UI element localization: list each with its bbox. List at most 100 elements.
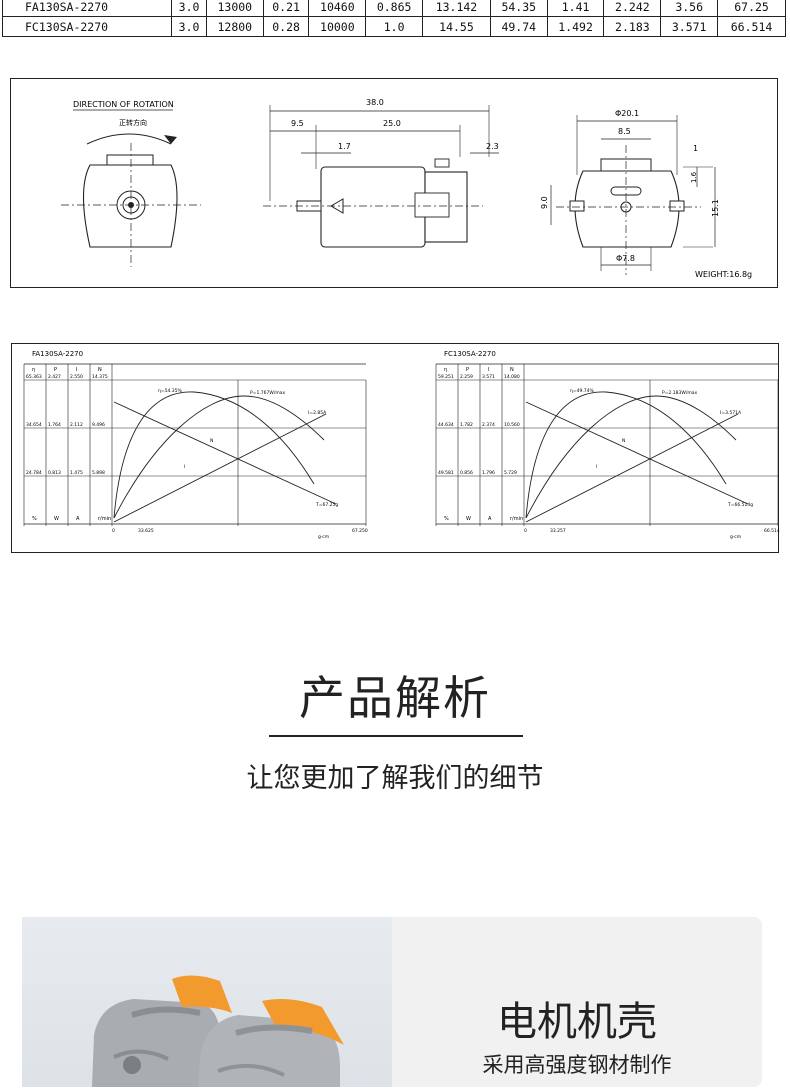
- motor-photo: [22, 917, 392, 1087]
- curve-axis-value: 2.259: [460, 374, 473, 380]
- curve-axis-value: 0.813: [48, 470, 61, 476]
- x-axis-max: 66.514: [764, 528, 780, 534]
- dim-total: 38.0: [366, 98, 384, 107]
- motor-image-left: [92, 975, 232, 1087]
- current-line: [525, 413, 739, 523]
- curve-header: N: [510, 367, 514, 373]
- curve-axis-value: 1.764: [48, 422, 61, 428]
- table-cell: FA130SA-2270: [1, 0, 173, 17]
- curve-header: I: [76, 367, 77, 373]
- table-cell: FC130SA-2270: [1, 16, 173, 37]
- table-cell: 66.514: [717, 16, 786, 37]
- current-label: I=2.85A: [308, 410, 327, 416]
- table-cell: 0.28: [262, 16, 310, 37]
- curve-unit: A: [488, 516, 492, 522]
- feature-card-motor-housing: 电机机壳 采用高强度钢材制作: [22, 917, 762, 1087]
- curve-header: I: [488, 367, 489, 373]
- section-title: 产品解析: [299, 671, 491, 725]
- speed-line: [113, 401, 337, 505]
- table-cell: 0.865: [365, 0, 424, 17]
- rotation-label: DIRECTION OF ROTATION: [73, 100, 174, 109]
- curve-axis-value: 1.475: [70, 470, 83, 476]
- curve-axis-value: 9.496: [92, 422, 105, 428]
- x-axis-mid: 33.625: [138, 528, 154, 534]
- dim-base: Φ7.8: [616, 254, 635, 263]
- curve-axis-value: 24.784: [26, 470, 42, 476]
- table-cell: 0.21: [262, 0, 310, 17]
- efficiency-curve: [525, 391, 727, 519]
- dim-top: 1.6: [690, 171, 698, 183]
- motor-dimension-drawing: DIRECTION OF ROTATION 正转方向 38.0 9.5 25.0…: [10, 78, 778, 288]
- efficiency-label: η=49.74%: [570, 388, 595, 394]
- section-subtitle: 让您更加了解我们的细节: [246, 763, 544, 794]
- curve-unit: %: [444, 516, 449, 522]
- curve-axis-value: 2.550: [70, 374, 83, 380]
- x-axis-unit: g·cm: [730, 535, 741, 540]
- x-axis-unit: g·cm: [318, 535, 329, 540]
- speed-line: [525, 401, 749, 505]
- x-axis-zero: 0: [112, 528, 115, 534]
- current-mark: I: [596, 464, 597, 470]
- table-cell: 3.0: [171, 16, 207, 37]
- speed-label: N: [210, 438, 213, 444]
- dim-slot: 8.5: [618, 127, 631, 136]
- curve-axis-value: 2.374: [482, 422, 495, 428]
- curve-axis-value: 3.571: [482, 374, 495, 380]
- curve-axis-value: 0.856: [460, 470, 473, 476]
- curve-model-label: FA130SA-2270: [32, 350, 83, 358]
- power-label: P=2.183W/max: [662, 390, 697, 396]
- table-cell: 14.55: [422, 16, 491, 37]
- table-cell: 49.74: [489, 16, 548, 37]
- curve-header: η: [444, 367, 447, 373]
- dim-width: Φ20.1: [615, 109, 639, 118]
- curve-axis-value: 44.634: [438, 422, 454, 428]
- table-cell: 10460: [308, 0, 367, 17]
- motor-image-right: [198, 999, 344, 1087]
- curve-unit: %: [32, 516, 37, 522]
- torque-label: T=67.25g: [315, 502, 338, 508]
- dim-end: 2.3: [486, 142, 499, 151]
- motor-side-body: [320, 166, 426, 248]
- rotation-sublabel: 正转方向: [119, 118, 147, 127]
- dim-full-height: 15.1: [711, 199, 720, 217]
- current-line: [113, 413, 327, 523]
- efficiency-label: η=54.35%: [158, 388, 183, 394]
- feature-description: 采用高强度钢材制作: [482, 1053, 672, 1077]
- table-cell: 12800: [205, 16, 264, 37]
- dim-body: 25.0: [383, 119, 401, 128]
- curve-axis-value: 14.080: [504, 374, 520, 380]
- curve-axis-value: 5.898: [92, 470, 105, 476]
- curve-unit: W: [54, 516, 59, 522]
- efficiency-curve: [113, 391, 315, 519]
- table-cell: 10000: [308, 16, 367, 37]
- curve-axis-value: 34.654: [26, 422, 42, 428]
- curve-axis-value: 1.782: [460, 422, 473, 428]
- feature-title: 电机机壳: [497, 999, 657, 1045]
- curve-header: η: [32, 367, 35, 373]
- curve-axis-value: 2.112: [70, 422, 83, 428]
- table-cell: 54.35: [489, 0, 548, 17]
- table-cell: 3.0: [171, 0, 207, 17]
- curve-unit: r/min: [98, 516, 111, 522]
- curve-header: P: [466, 367, 469, 373]
- curve-unit: r/min: [510, 516, 523, 522]
- table-cell: 2.183: [603, 16, 662, 37]
- x-axis-mid: 33.257: [550, 528, 566, 534]
- curve-axis-value: 14.375: [92, 374, 108, 380]
- power-label: P=1.767W/max: [250, 390, 285, 396]
- table-cell: 3.56: [660, 0, 719, 17]
- curve-unit: A: [76, 516, 80, 522]
- curve-axis-value: 49.581: [438, 470, 454, 476]
- curve-axis-value: 59.251: [438, 374, 454, 380]
- weight-label: WEIGHT:16.8g: [695, 270, 752, 279]
- dim-height: 9.0: [540, 196, 549, 209]
- power-curve: [525, 395, 737, 519]
- curve-axis-value: 2.427: [48, 374, 61, 380]
- table-cell: 1.0: [365, 16, 424, 37]
